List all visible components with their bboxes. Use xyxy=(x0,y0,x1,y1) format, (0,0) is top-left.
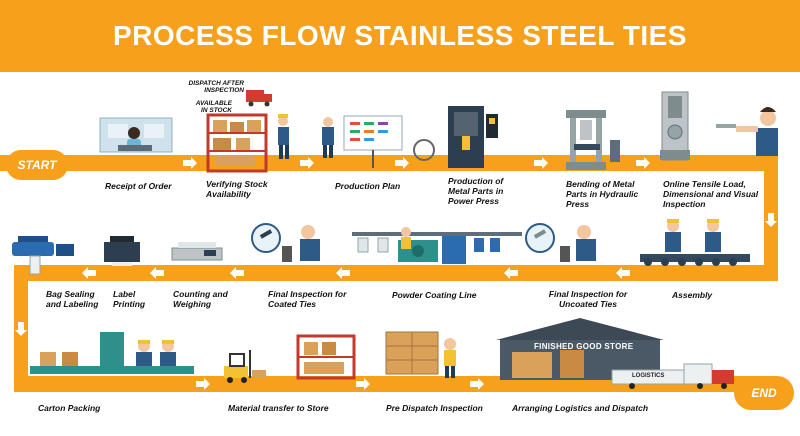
step-label-pre-dispatch: Pre Dispatch Inspection xyxy=(386,403,483,413)
dispatch-after-inspection-note: DISPATCH AFTER INSPECTION xyxy=(188,80,245,94)
arrow-down-left xyxy=(15,322,27,336)
step-label-power-press: Production of Metal Parts in Power Press xyxy=(448,176,504,206)
step-label-final-coated: Final Inspection for Coated Ties xyxy=(268,289,347,309)
step-label-bag-sealing: Bag Sealing and Labeling xyxy=(46,289,99,309)
header-banner: PROCESS FLOW STAINLESS STEEL TIES xyxy=(0,0,800,72)
office-desk-illustration xyxy=(99,117,173,153)
arrows-row-1 xyxy=(183,157,650,169)
arrows-row-2 xyxy=(82,267,630,279)
forklift-illustration xyxy=(224,334,356,383)
page-title: PROCESS FLOW STAINLESS STEEL TIES xyxy=(113,20,687,51)
step-label-verifying-stock: Verifying Stock Availability xyxy=(206,179,268,199)
weighing-scale-illustration xyxy=(171,242,223,261)
bag-sealer-illustration xyxy=(12,236,74,275)
available-in-stock-note: AVAILABLE IN STOCK xyxy=(195,100,232,114)
step-label-logistics-dispatch: Arranging Logistics and Dispatch xyxy=(512,403,649,413)
step-label-powder-coating: Powder Coating Line xyxy=(392,290,477,300)
step-label-receipt-of-order: Receipt of Order xyxy=(105,181,172,191)
logistics-truck-label: LOGISTICS xyxy=(632,373,665,379)
step-label-hydraulic-press: Bending of Metal Parts in Hydraulic Pres… xyxy=(566,179,639,209)
step-label-assembly: Assembly xyxy=(672,290,713,300)
planning-board-illustration xyxy=(322,115,403,168)
step-label-production-plan: Production Plan xyxy=(335,181,401,191)
inspection-uncoated-illustration xyxy=(525,223,596,262)
pre-dispatch-illustration xyxy=(385,331,456,378)
step-label-counting-weighing: Counting and Weighing xyxy=(173,289,228,309)
arrows-row-3 xyxy=(196,378,484,390)
warehouse-illustration xyxy=(496,318,734,389)
end-badge: END xyxy=(734,376,794,410)
step-label-label-printing: Label Printing xyxy=(113,289,146,309)
arrow-down-right xyxy=(765,213,777,227)
power-press-illustration xyxy=(413,106,498,168)
step-label-final-uncoated: Final Inspection for Uncoated Ties xyxy=(548,289,628,309)
tensile-testing-illustration xyxy=(660,91,778,161)
label-printer-illustration xyxy=(104,236,140,266)
powder-coating-line-illustration xyxy=(352,227,522,264)
step-label-material-transfer: Material transfer to Store xyxy=(228,403,329,413)
step-label-carton-packing: Carton Packing xyxy=(38,403,101,413)
start-badge: START xyxy=(6,150,68,180)
inspection-coated-illustration xyxy=(251,223,320,262)
assembly-line-illustration xyxy=(640,219,750,266)
finished-good-store-sign: FINISHED GOOD STORE xyxy=(534,342,634,351)
carton-packing-illustration xyxy=(30,332,194,374)
flow-band-row-2 xyxy=(14,265,778,281)
hydraulic-press-illustration xyxy=(566,110,620,170)
warehouse-shelf-illustration xyxy=(206,90,289,173)
step-label-online-inspection: Online Tensile Load, Dimensional and Vis… xyxy=(663,179,759,209)
